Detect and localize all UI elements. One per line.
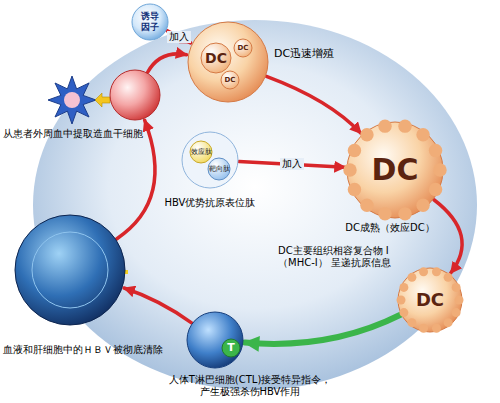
node-caption: DC	[238, 44, 249, 52]
green-arrow	[245, 315, 401, 344]
sphere	[182, 132, 238, 188]
sphere	[452, 308, 461, 317]
node-text: DC	[372, 152, 419, 188]
node-caption: DC	[225, 76, 236, 84]
node-text: DC	[205, 50, 227, 67]
sphere	[399, 308, 408, 317]
node-caption: DC主要组织相容复合物 I（MHC-I） 呈递抗原信息	[278, 245, 393, 269]
sphere	[208, 158, 230, 180]
sphere	[398, 119, 411, 132]
node-text: DC	[416, 289, 444, 311]
sphere	[398, 268, 462, 332]
sphere	[348, 183, 361, 196]
sphere	[429, 144, 442, 157]
sphere	[378, 207, 391, 220]
node-text: 血液和肝细胞中的ＨＢＶ被彻底清除	[3, 344, 163, 356]
sphere	[433, 163, 446, 176]
yellow-arrow	[95, 93, 110, 107]
mhc-dc-circle: DCDC主要组织相容复合物 I（MHC-I） 呈递抗原信息	[398, 268, 462, 332]
sphere	[190, 141, 212, 163]
sphere	[444, 273, 453, 282]
node-text: 从患者外周血中提取造血干细胞	[3, 128, 143, 140]
sphere	[15, 215, 125, 325]
sphere	[444, 318, 453, 327]
sphere	[348, 144, 361, 157]
sphere	[455, 296, 464, 305]
node-shape	[187, 312, 243, 368]
node-shape	[15, 215, 125, 325]
node-text: 效应肽	[191, 148, 212, 156]
sphere	[398, 207, 411, 220]
sphere	[399, 283, 408, 292]
node-caption: 靶向肽	[209, 165, 230, 173]
sphere	[432, 267, 441, 276]
hbv-peptide-circle: 效应肽靶向肽HBV优势抗原表位肽	[182, 132, 238, 188]
red-arrow	[124, 288, 191, 323]
red-arrow	[266, 76, 361, 133]
node-text: 诱导因子	[141, 11, 159, 33]
sphere	[416, 198, 429, 211]
sphere	[416, 128, 429, 141]
sphere	[187, 312, 243, 368]
red-arrow	[434, 200, 462, 273]
node-shape	[182, 132, 238, 188]
sphere	[347, 122, 443, 218]
sphere	[234, 39, 252, 57]
sphere	[419, 267, 428, 276]
sphere	[188, 22, 268, 102]
sphere	[407, 273, 416, 282]
sphere	[360, 128, 373, 141]
node-shape	[110, 70, 160, 120]
node-caption: DC成熟（效应DC）	[345, 222, 434, 234]
stem-cell-circle: 从患者外周血中提取造血干细胞	[110, 70, 160, 120]
blood-cell-core	[64, 92, 80, 108]
sphere	[407, 318, 416, 327]
node-text: T	[227, 341, 235, 354]
sphere	[360, 198, 373, 211]
background-oval	[33, 20, 477, 390]
infected-cell-circle: 血液和肝细胞中的ＨＢＶ被彻底清除	[15, 215, 125, 325]
sphere	[222, 339, 240, 357]
red-arrow	[148, 54, 187, 72]
t-cell-circle: T人体T淋巴细胞(CTL)接受特异指令， 产生极强杀伤HBV作用	[187, 312, 243, 368]
dc-cluster-circle: DCDCDCDC迅速增殖	[188, 22, 268, 102]
edge-label: 加入	[280, 158, 304, 170]
sphere	[452, 283, 461, 292]
sphere	[343, 163, 356, 176]
sphere	[419, 324, 428, 333]
sphere	[32, 232, 108, 308]
sphere	[432, 324, 441, 333]
node-caption: HBV优势抗原表位肽	[165, 197, 256, 209]
red-arrow	[167, 31, 191, 43]
mature-dc-circle: DCDC成熟（效应DC）	[347, 122, 443, 218]
node-shape	[188, 22, 268, 102]
blood-cell-spiky	[48, 76, 96, 124]
node-caption: DC迅速增殖	[274, 47, 334, 60]
sphere	[429, 183, 442, 196]
edge-label: 加入	[167, 31, 191, 43]
sphere	[132, 4, 168, 40]
sphere	[110, 70, 160, 120]
node-caption: 人体T淋巴细胞(CTL)接受特异指令， 产生极强杀伤HBV作用	[168, 374, 333, 398]
sphere	[201, 43, 231, 73]
sphere	[397, 296, 406, 305]
sphere	[221, 71, 239, 89]
sphere	[378, 119, 391, 132]
induction-factor-circle: 诱导因子	[132, 4, 168, 40]
